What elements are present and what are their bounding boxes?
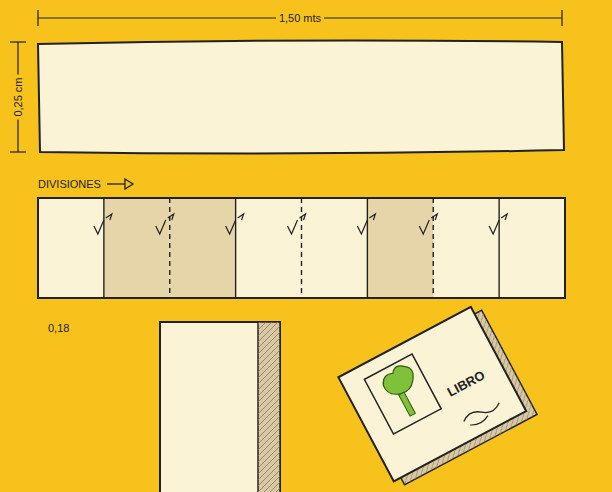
paper-strip — [38, 40, 564, 153]
fold-mark — [419, 214, 437, 234]
section-label: DIVISIONES — [38, 178, 101, 190]
fold-mark — [357, 214, 375, 234]
finished-book — [338, 303, 537, 488]
valley-fold — [433, 198, 434, 298]
fold-mark — [226, 214, 244, 234]
measure-label: 0,18 — [48, 322, 69, 334]
shaded-panel — [367, 199, 433, 297]
mountain-fold — [367, 198, 368, 298]
fold-mark — [156, 214, 174, 234]
width-dimension — [38, 10, 562, 26]
height-dimension-label: 0,25 cm — [12, 74, 24, 119]
fold-mark — [489, 214, 507, 234]
pointer-arrow — [107, 179, 133, 189]
valley-fold — [169, 198, 170, 298]
height-dimension — [10, 42, 26, 152]
mountain-fold — [235, 198, 236, 298]
mountain-fold — [498, 198, 499, 298]
folded-strip — [38, 198, 565, 298]
shaded-panel — [104, 199, 170, 297]
strip-outline — [38, 198, 565, 298]
fold-mark — [94, 214, 112, 234]
mountain-fold — [103, 198, 104, 298]
shaded-panel — [170, 199, 236, 297]
valley-fold — [301, 198, 302, 298]
closed-book — [160, 322, 280, 492]
width-dimension-label: 1,50 mts — [276, 12, 324, 24]
fold-mark — [288, 214, 306, 234]
